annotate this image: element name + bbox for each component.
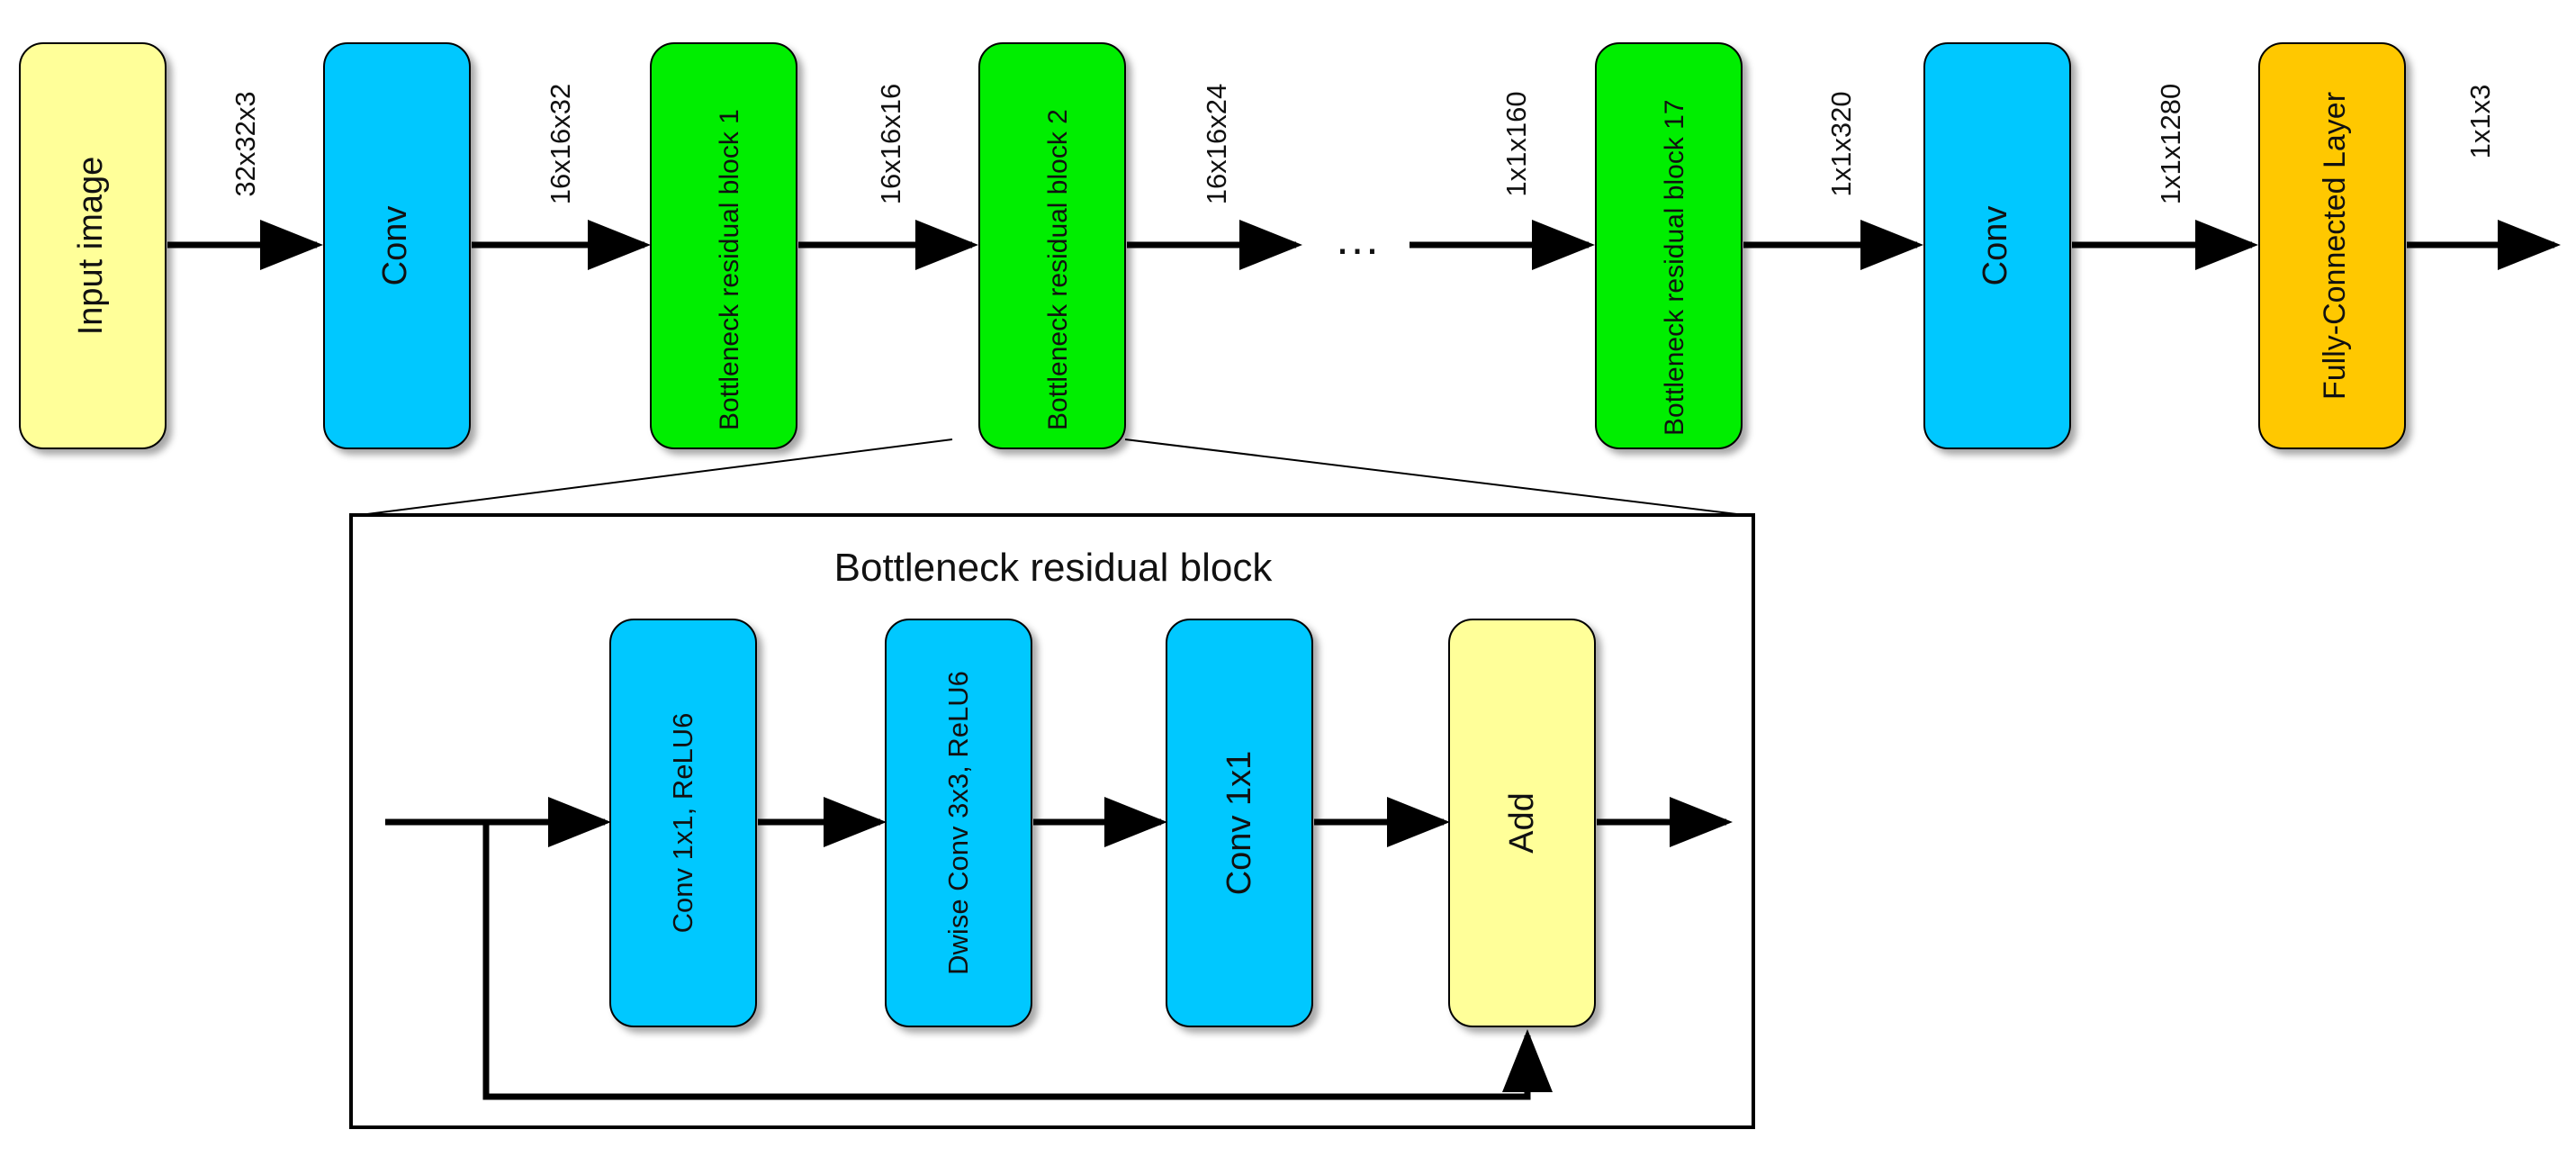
dim-label-4: 16x16x24 (1201, 84, 1232, 204)
zoom-line-left (359, 438, 953, 516)
detail-add-node: Add (1448, 619, 1596, 1027)
detail-conv1x1-node: Conv 1x1 (1166, 619, 1313, 1027)
dim-label-7: 1x1x1280 (2155, 84, 2186, 204)
dim-label-6: 1x1x320 (1825, 91, 1857, 196)
input-image-box (19, 42, 167, 449)
conv-label-2: Conv (1977, 206, 2014, 286)
conv-node-2: Conv (1923, 42, 2071, 449)
detail-dwise-conv-label: Dwise Conv 3x3, ReLU6 (942, 671, 974, 975)
zoom-line-right (1124, 438, 1745, 516)
detail-add-box (1448, 619, 1596, 1027)
detail-conv1x1-box (1166, 619, 1313, 1027)
detail-dwise-conv-node: Dwise Conv 3x3, ReLU6 (885, 619, 1032, 1027)
conv-label-1: Conv (376, 206, 414, 286)
bottleneck-node-1: Bottleneck residual block 1 (650, 42, 797, 449)
detail-conv1x1-label: Conv 1x1 (1220, 751, 1258, 896)
conv-box-2 (1923, 42, 2071, 449)
bottleneck-label-1: Bottleneck residual block 1 (715, 109, 744, 430)
bottleneck-label-2: Bottleneck residual block 2 (1043, 109, 1073, 430)
bottleneck-label-17: Bottleneck residual block 17 (1660, 99, 1689, 436)
dim-label-8: 1x1x3 (2464, 85, 2496, 159)
detail-add-label: Add (1503, 792, 1541, 854)
ellipsis: … (1334, 212, 1381, 265)
detail-conv1x1-relu6-node: Conv 1x1, ReLU6 (609, 619, 757, 1027)
detail-conv1x1-relu6-box (609, 619, 757, 1027)
bottleneck-detail-panel: Bottleneck residual block Conv 1x1, ReLU… (349, 513, 1755, 1129)
fully-connected-node: Fully-Connected Layer (2258, 42, 2406, 449)
input-image-node: Input image (19, 42, 167, 449)
detail-conv1x1-relu6-label: Conv 1x1, ReLU6 (667, 713, 698, 934)
fully-connected-label: Fully-Connected Layer (2318, 92, 2352, 400)
detail-panel-title: Bottleneck residual block (834, 546, 1274, 590)
detail-dwise-conv-box (885, 619, 1032, 1027)
bottleneck-box-1 (650, 42, 797, 449)
bottleneck-node-17: Bottleneck residual block 17 (1595, 42, 1743, 449)
bottleneck-box-17 (1595, 42, 1743, 449)
bottleneck-box-2 (978, 42, 1126, 449)
conv-box-1 (323, 42, 471, 449)
input-image-label: Input image (72, 157, 110, 336)
dim-label-2: 16x16x32 (545, 84, 576, 204)
dim-label-5: 1x1x160 (1500, 91, 1532, 196)
dim-label-3: 16x16x16 (875, 84, 906, 204)
bottleneck-node-2: Bottleneck residual block 2 (978, 42, 1126, 449)
fully-connected-box (2258, 42, 2406, 449)
detail-skip-connection (482, 822, 1553, 1100)
conv-node-1: Conv (323, 42, 471, 449)
dim-label-1: 32x32x3 (230, 91, 261, 196)
